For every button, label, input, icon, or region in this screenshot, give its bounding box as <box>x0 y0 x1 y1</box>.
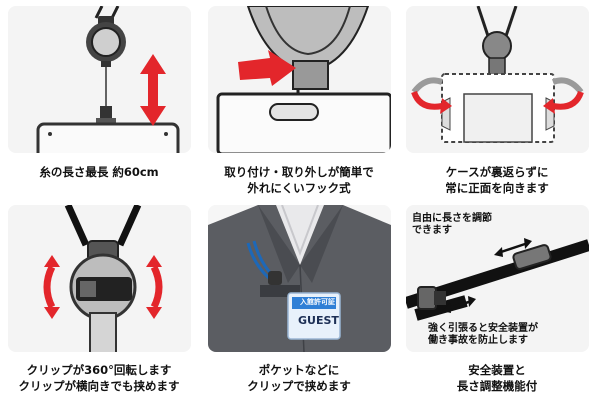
case-illustration <box>406 6 589 153</box>
badge-guest-label: GUEST <box>298 314 339 327</box>
cord-length-illustration <box>8 6 191 153</box>
push-arrow-icon <box>238 50 296 86</box>
panel-safety-buckle: 自由に長さを調節 できます 強く引張ると安全装置が 働き事故を防止します <box>406 205 589 352</box>
panel-hook <box>208 6 391 153</box>
double-arrow-icon <box>442 238 532 313</box>
caption-pocket: ポケットなどに クリップで挟めます <box>247 363 351 393</box>
caption-case-front: ケースが裏返らずに 常に正面を向きます <box>445 165 549 195</box>
safety-note: 強く引張ると安全装置が 働き事故を防止します <box>428 323 538 346</box>
adjust-note: 自由に長さを調節 できます <box>412 213 492 236</box>
buckle-illustration <box>406 205 589 352</box>
caption-clip-rotate: クリップが360°回転します クリップが横向きでも挟めます <box>18 363 180 393</box>
rotate-arrows-icon <box>43 255 163 319</box>
hook-illustration <box>208 6 391 153</box>
up-down-arrow-icon <box>140 54 166 126</box>
rotate-arrows-icon <box>411 77 584 114</box>
caption-cord-length: 糸の長さ最長 約60cm <box>39 165 159 179</box>
caption-safety: 安全装置と 長さ調整機能付 <box>456 363 538 393</box>
jacket-photo <box>208 205 391 352</box>
panel-pocket-photo: 入館許可証 GUEST <box>208 205 391 352</box>
badge-permit-label: 入館許可証 <box>300 298 335 306</box>
panel-clip-rotate <box>8 205 191 352</box>
panel-case-front <box>406 6 589 153</box>
panel-cord-length <box>8 6 191 153</box>
caption-hook: 取り付け・取り外しが簡単で 外れにくいフック式 <box>224 165 374 195</box>
